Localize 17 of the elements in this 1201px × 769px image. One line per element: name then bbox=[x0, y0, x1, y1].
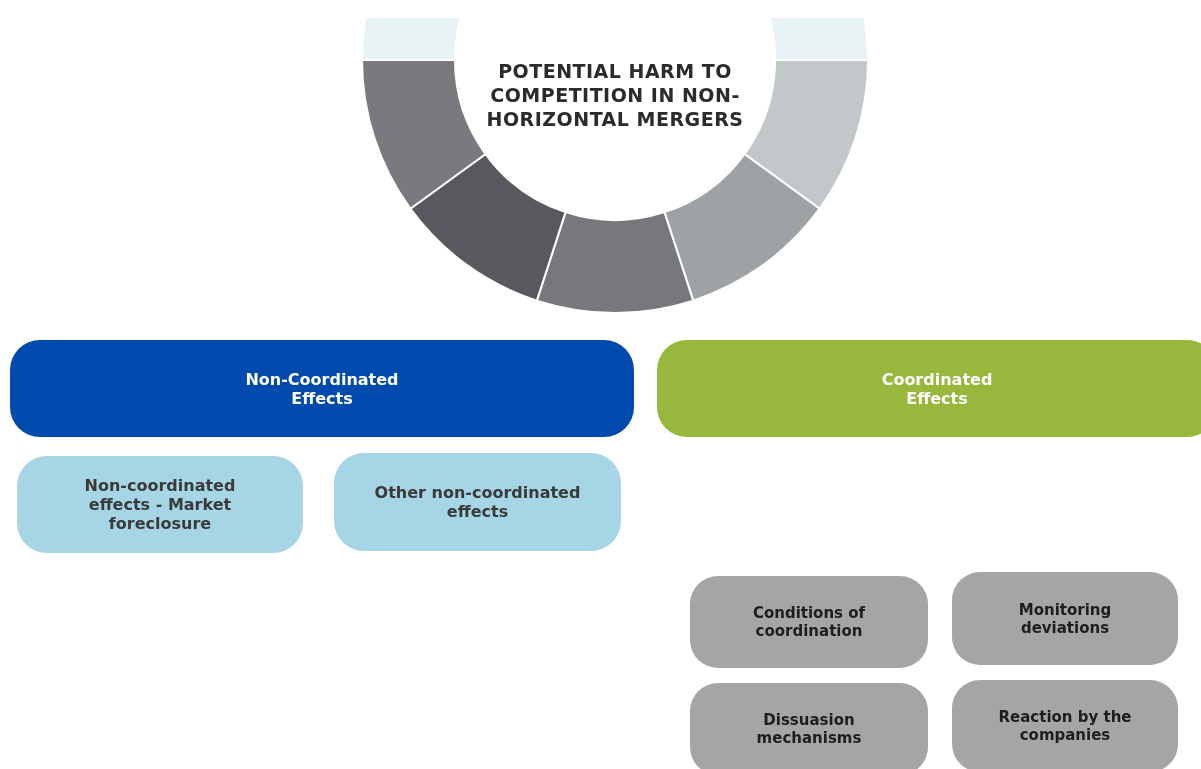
node-label: Coordinated Effects bbox=[880, 369, 994, 408]
category-box bbox=[952, 680, 1178, 769]
node-label: Monitoring deviations bbox=[1017, 600, 1113, 637]
category-box bbox=[10, 340, 634, 437]
category-box bbox=[334, 453, 621, 551]
node-label: Non-Coordinated Effects bbox=[244, 369, 400, 408]
category-box bbox=[690, 683, 928, 769]
category-box bbox=[952, 572, 1178, 665]
node-label: Non-coordinated effects - Market foreclosure bbox=[83, 476, 237, 533]
node-label: Other non-coordinated effects bbox=[374, 483, 581, 521]
category-box bbox=[690, 576, 928, 668]
node-label: POTENTIAL HARM TO COMPETITION IN NON-HORIZONTAL MERGERS bbox=[485, 60, 745, 132]
category-box bbox=[17, 456, 303, 553]
node-label: Dissuasion mechanisms bbox=[755, 711, 863, 747]
node-label: Conditions of coordination bbox=[751, 604, 867, 640]
node-label: Reaction by the companies bbox=[997, 708, 1133, 744]
category-box bbox=[657, 340, 1201, 437]
